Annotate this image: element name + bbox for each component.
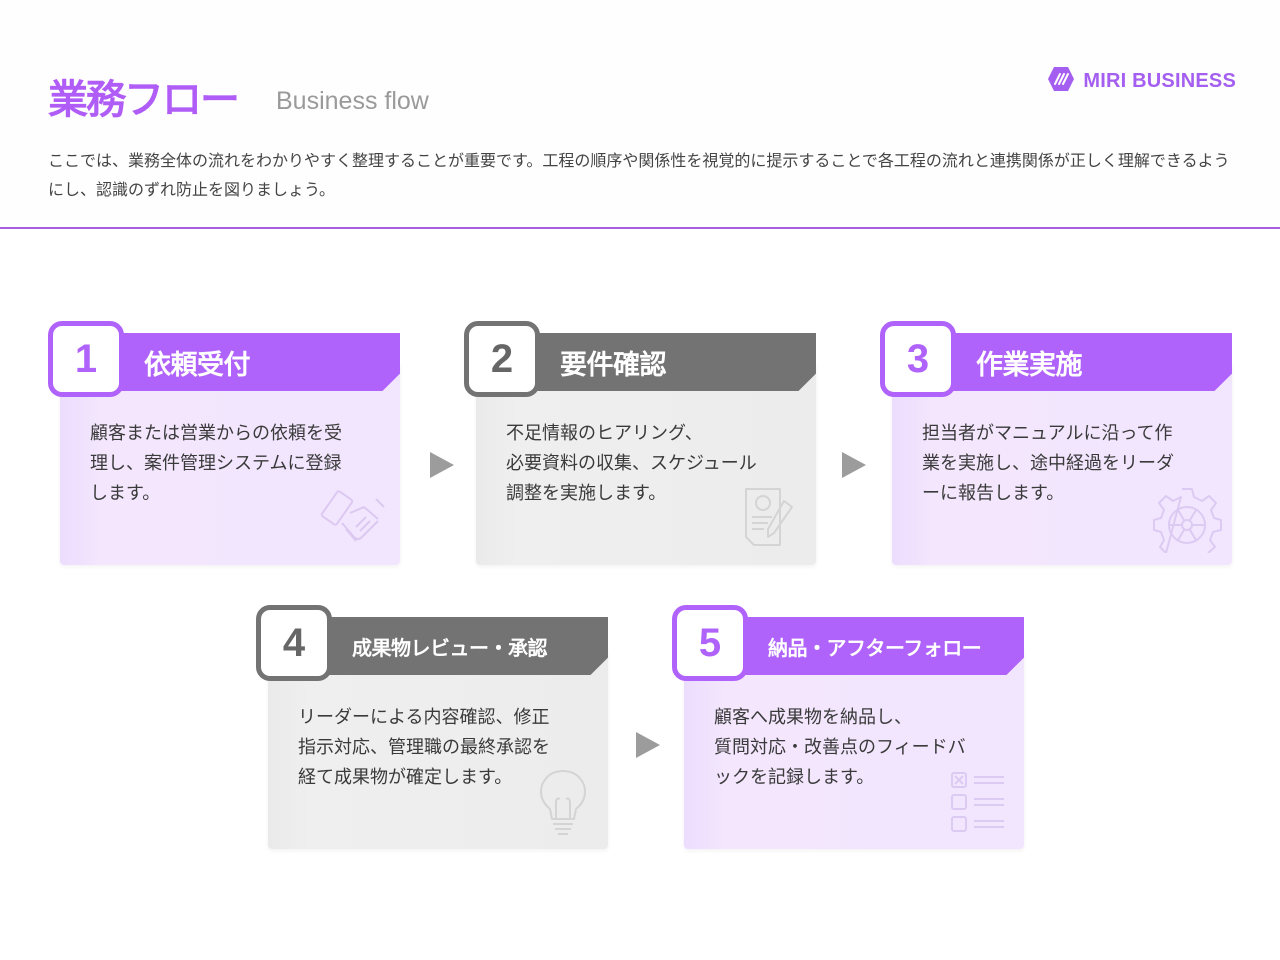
step-number: 3 (880, 321, 956, 397)
step-description: 顧客へ成果物を納品し、 質問対応・改善点のフィードバ ックを記録します。 (714, 707, 966, 788)
step-banner (940, 333, 1232, 391)
flow-arrow-2-3 (842, 452, 866, 478)
step-number: 4 (256, 605, 332, 681)
page-title: 業務フロー (48, 77, 240, 123)
step-banner (524, 333, 816, 391)
step-number: 5 (672, 605, 748, 681)
step-description: リーダーによる内容確認、修正 指示対応、管理職の最終承認を 経て成果物が確定しま… (298, 707, 550, 788)
step-title: 納品・アフターフォロー (768, 635, 982, 660)
document-pen-icon (745, 488, 793, 546)
step-card-2: 2 要件確認 不足情報のヒアリング、 必要資料の収集、スケジュール 調整を実施し… (464, 321, 816, 565)
step-title: 要件確認 (560, 349, 667, 381)
step-card-5: 5 納品・アフターフォロー 顧客へ成果物を納品し、 質問対応・改善点のフィードバ… (672, 605, 1024, 849)
page-subtitle: Business flow (276, 87, 429, 115)
flow-arrow-1-2 (430, 452, 454, 478)
handshake-icon (320, 490, 385, 542)
step-description: 顧客または営業からの依頼を受 理し、案件管理システムに登録 します。 (90, 423, 342, 504)
step-description: 担当者がマニュアルに沿って作 業を実施し、途中経過をリーダ ーに報告します。 (922, 423, 1174, 504)
step-banner (732, 617, 1024, 675)
step-description: 不足情報のヒアリング、 必要資料の収集、スケジュール 調整を実施します。 (506, 423, 757, 504)
step-banner (108, 333, 400, 391)
step-number: 2 (464, 321, 540, 397)
step-title: 作業実施 (976, 349, 1083, 381)
step-card-1: 1 依頼受付 顧客または営業からの依頼を受 理し、案件管理システムに登録 します… (48, 321, 400, 565)
step-card-4: 4 成果物レビュー・承認 リーダーによる内容確認、修正 指示対応、管理職の最終承… (256, 605, 608, 849)
step-banner (316, 617, 608, 675)
step-title: 依頼受付 (144, 349, 251, 381)
brand-name: MIRI BUSINESS (1083, 69, 1236, 92)
flow-arrow-4-5 (636, 732, 660, 758)
step-card-3: 3 作業実施 担当者がマニュアルに沿って作 業を実施し、途中経過をリーダ ーに報… (880, 321, 1232, 565)
brand-logo: MIRI BUSINESS (1047, 66, 1236, 96)
step-title: 成果物レビュー・承認 (352, 635, 548, 660)
gear-icon (1153, 488, 1222, 553)
step-number: 1 (48, 321, 124, 397)
page-header: 業務フロー Business flow MIRI BUSINESS ここでは、業… (0, 0, 1280, 228)
checklist-icon (951, 772, 1004, 832)
hexagon-logo-icon (1047, 66, 1075, 96)
lightbulb-icon (540, 770, 586, 835)
header-divider (0, 227, 1280, 229)
intro-text: ここでは、業務全体の流れをわかりやすく整理することが重要です。工程の順序や関係性… (48, 151, 1230, 199)
